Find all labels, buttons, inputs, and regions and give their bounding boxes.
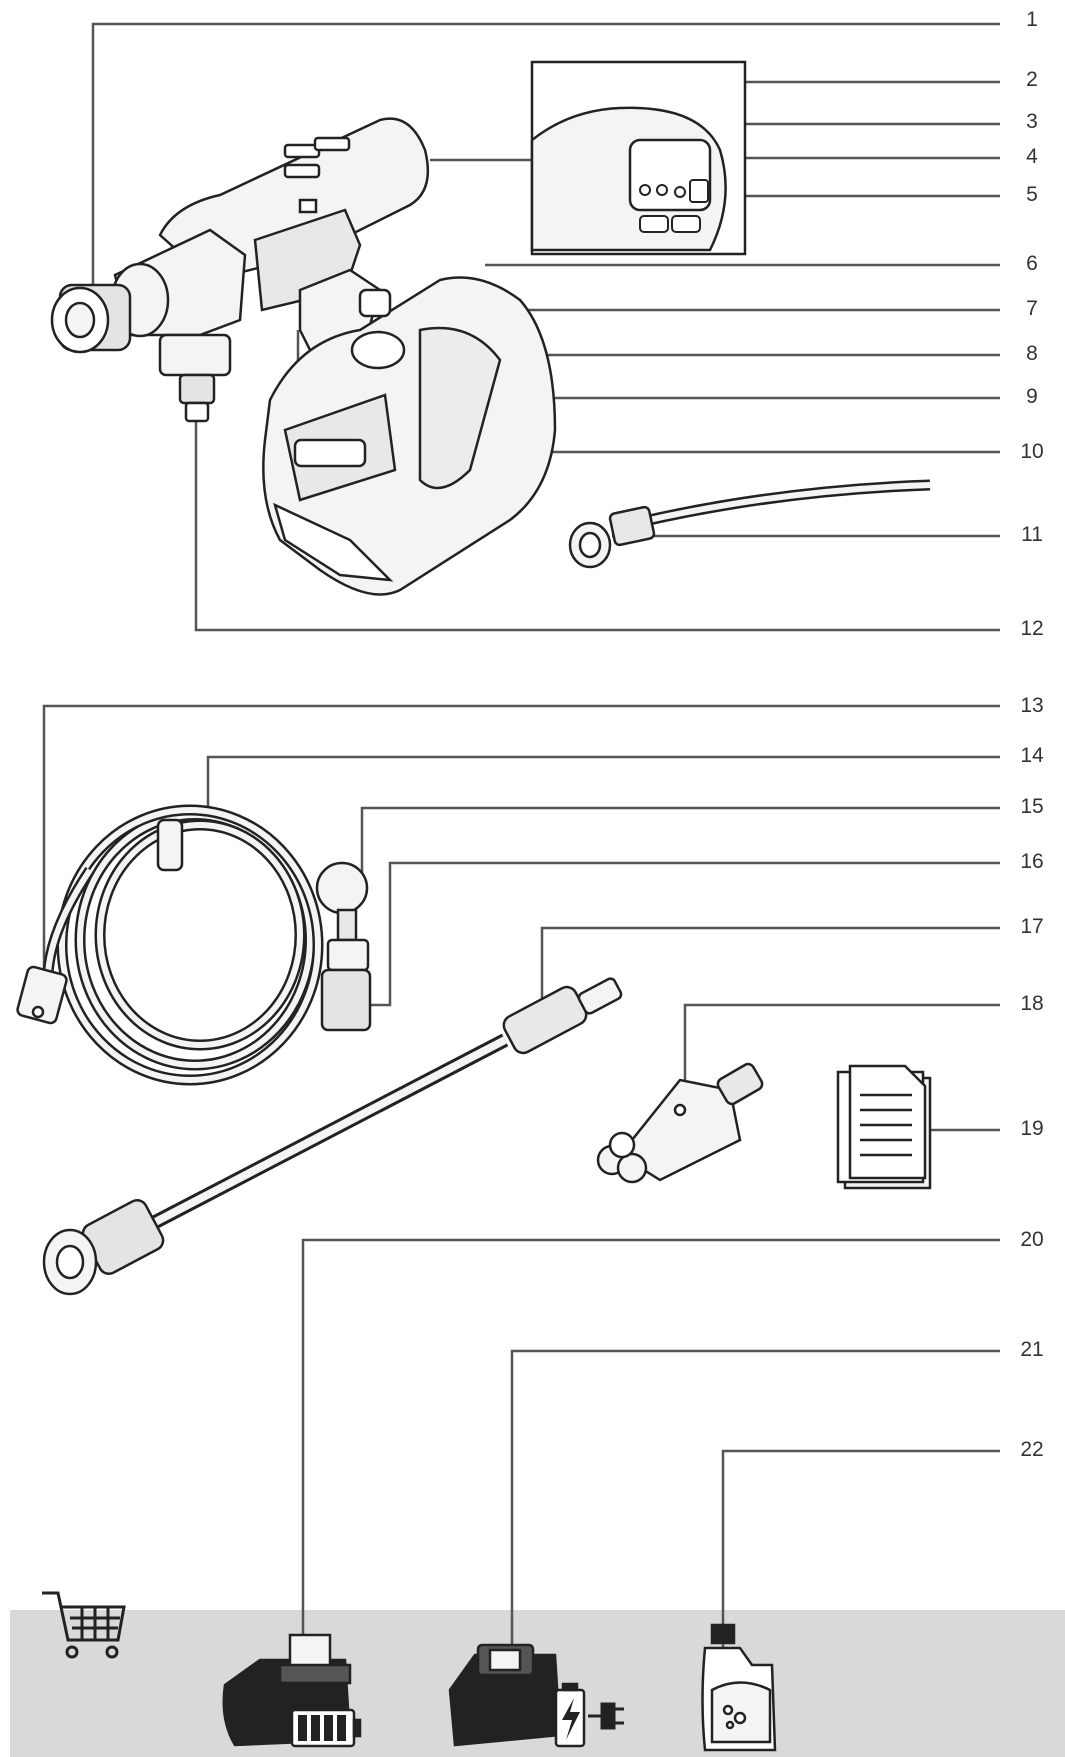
callout-14: 14: [1020, 744, 1044, 767]
callout-9: 9: [1026, 385, 1038, 408]
callout-4: 4: [1026, 145, 1038, 168]
control-button: [689, 179, 709, 203]
leader-15: [360, 806, 1000, 880]
leader-22: [721, 1449, 1000, 1650]
leader-18: [683, 1003, 1000, 1110]
spray-lance: [42, 977, 623, 1296]
hose-end-fittings: [16, 861, 372, 1032]
indicator-light: [639, 184, 651, 196]
indicator-light: [656, 184, 668, 196]
callout-3: 3: [1026, 110, 1038, 133]
callout-8: 8: [1026, 342, 1038, 365]
callout-22: 22: [1020, 1438, 1044, 1461]
leader-12: [194, 410, 1000, 632]
leader-17: [540, 926, 1000, 1025]
battery-level-icon: [290, 1708, 362, 1748]
callout-16: 16: [1020, 850, 1044, 873]
leader-13: [42, 704, 1000, 975]
pressure-washer-main-unit: [50, 117, 557, 596]
suction-hose: [568, 479, 931, 569]
callout-12: 12: [1020, 617, 1044, 640]
callout-20: 20: [1020, 1228, 1044, 1251]
callout-10: 10: [1020, 440, 1044, 463]
callout-6: 6: [1026, 252, 1038, 275]
callout-17: 17: [1020, 915, 1044, 938]
callout-15: 15: [1020, 795, 1044, 818]
high-pressure-hose: [42, 804, 324, 1086]
manual-icon: [836, 1064, 932, 1190]
leader-20: [301, 1238, 1000, 1660]
leader-16: [340, 861, 1000, 1007]
battery-charging-icon: [554, 1682, 586, 1748]
power-plug-icon: [588, 1702, 624, 1730]
callout-13: 13: [1020, 694, 1044, 717]
leader-lines: [42, 22, 1000, 1670]
charger-accessory: [448, 1643, 562, 1747]
callout-19: 19: [1020, 1117, 1044, 1140]
callout-2: 2: [1026, 68, 1038, 91]
detergent-bottle-icon: [701, 1623, 777, 1752]
shopping-cart-icon: [42, 1591, 126, 1659]
callout-1: 1: [1026, 8, 1038, 31]
callout-5: 5: [1026, 183, 1038, 206]
leader-14: [206, 755, 1000, 830]
control-panel-inset: [530, 60, 747, 256]
indicator-light: [674, 186, 686, 198]
callout-11: 11: [1021, 523, 1043, 546]
callout-21: 21: [1020, 1338, 1044, 1361]
callout-7: 7: [1026, 297, 1038, 320]
multi-nozzle: [596, 1062, 764, 1184]
leader-1: [91, 22, 1000, 290]
callout-18: 18: [1020, 992, 1044, 1015]
leader-21: [510, 1349, 1000, 1670]
